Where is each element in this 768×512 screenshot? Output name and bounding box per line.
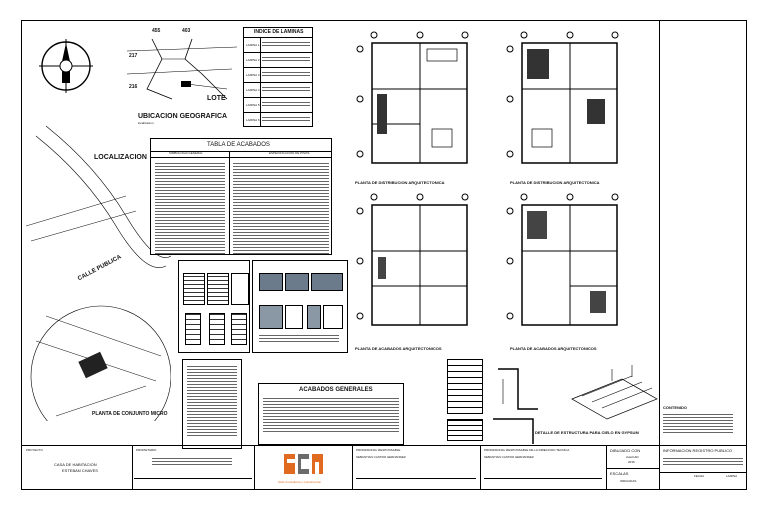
index-row-3: LAMINA 3	[246, 73, 260, 77]
window-schedule	[447, 419, 483, 441]
direccion-value: SEBASTIAN CASTRO HERNANDEZ	[484, 455, 534, 459]
right-column	[659, 21, 660, 445]
sheet-index-table: INDICE DE LAMINAS LAMINA 1 LAMINA 2 LAMI…	[243, 27, 313, 127]
index-row-5: LAMINA 5	[246, 103, 260, 107]
wall-section-detail	[488, 359, 548, 449]
brand-name: SCH Consultoría y Construcción	[278, 480, 322, 484]
plan-caption-4: PLANTA DE ACABADOS ARQUITECTONICOS	[510, 346, 597, 351]
window-detail-table	[252, 260, 348, 353]
escalas-value: INDICADAS	[620, 479, 637, 483]
sheet-index-title: INDICE DE LAMINAS	[254, 29, 304, 35]
direccion-header: PROFESIONAL RESPONSABLE DE LA DIRECCION …	[484, 448, 570, 452]
index-row-4: LAMINA 4	[246, 88, 260, 92]
floor-plan-1	[352, 29, 487, 179]
door-detail-table	[178, 260, 250, 353]
info-header: INFORMACION REGISTRO PUBLICO	[663, 448, 733, 453]
detail-caption: DETALLE DE ESTRUCTURA PARA CIELO EN GYPS…	[535, 430, 639, 435]
dibujado-value-2: 2016	[628, 460, 635, 464]
location-title: UBICACION GEOGRAFICA	[138, 113, 228, 120]
plan-caption-3: PLANTA DE ACABADOS ARQUITECTONICOS	[355, 346, 442, 351]
lamina-header: LAMINA	[726, 474, 738, 478]
dibujado-value-1: AutoCAD	[626, 455, 639, 459]
finishes-title: TABLA DE ACABADOS	[207, 142, 270, 148]
road-label-216: 216	[129, 84, 138, 90]
road-label-455: 455	[152, 28, 161, 34]
contenido-title: CONTENIDO	[663, 405, 687, 410]
index-row-1: LAMINA 1	[246, 43, 260, 47]
notes-block	[182, 359, 242, 449]
localizacion-title: LOCALIZACION	[94, 154, 147, 161]
door-schedule	[447, 359, 483, 414]
floor-plan-3	[352, 191, 487, 341]
road-label-403: 403	[182, 28, 191, 34]
responsable-value: SEBASTIAN CASTRO HERNANDEZ	[356, 455, 406, 459]
location-sketch: 455 403 217 216 LOTE	[117, 29, 242, 109]
fecha-header: FECHA	[694, 474, 705, 478]
index-row-2: LAMINA 2	[246, 58, 260, 62]
general-finishes: ACABADOS GENERALES	[258, 383, 404, 445]
dibujado-header: DIBUJADO CON	[610, 448, 641, 453]
location-subtitle: localizacion	[138, 121, 154, 125]
proyecto-value-2: ESTEBAN CHAVES	[62, 468, 98, 473]
conjunto-title: PLANTA DE CONJUNTO MICRO	[92, 411, 168, 417]
drawing-sheet: 455 403 217 216 LOTE UBICACION GEOGRAFIC…	[21, 20, 747, 490]
escalas-header: ESCALAS	[610, 471, 629, 476]
road-label-217: 217	[129, 53, 138, 59]
lote-label: LOTE	[207, 95, 226, 102]
finishes-table: TABLA DE ACABADOS SIMBOLOGIA GENERAL ESP…	[150, 138, 332, 255]
proyecto-value-1: CASA DE HABITACION	[54, 462, 97, 467]
brand-logo	[284, 450, 324, 478]
propietario-header: PROPIETARIO	[136, 448, 157, 452]
plan-caption-2: PLANTA DE DISTRIBUCION ARQUITECTONICA	[510, 180, 600, 185]
plan-caption-1: PLANTA DE DISTRIBUCION ARQUITECTONICA	[355, 180, 445, 185]
gypsum-structure-detail	[552, 359, 662, 439]
floor-plan-2	[502, 29, 637, 179]
proyecto-header: PROYECTO	[26, 448, 43, 452]
floor-plan-4	[502, 191, 637, 341]
general-finishes-title: ACABADOS GENERALES	[299, 387, 373, 393]
title-block: PROYECTO CASA DE HABITACION ESTEBAN CHAV…	[22, 445, 746, 490]
responsable-header: PROFESIONAL RESPONSABLE	[356, 448, 401, 452]
finishes-col2: ESPECIFICACION DE PISOS	[269, 151, 310, 155]
finishes-col1: SIMBOLOGIA GENERAL	[169, 151, 203, 155]
index-row-6: LAMINA 6	[246, 118, 260, 122]
north-arrow-icon	[37, 37, 95, 95]
